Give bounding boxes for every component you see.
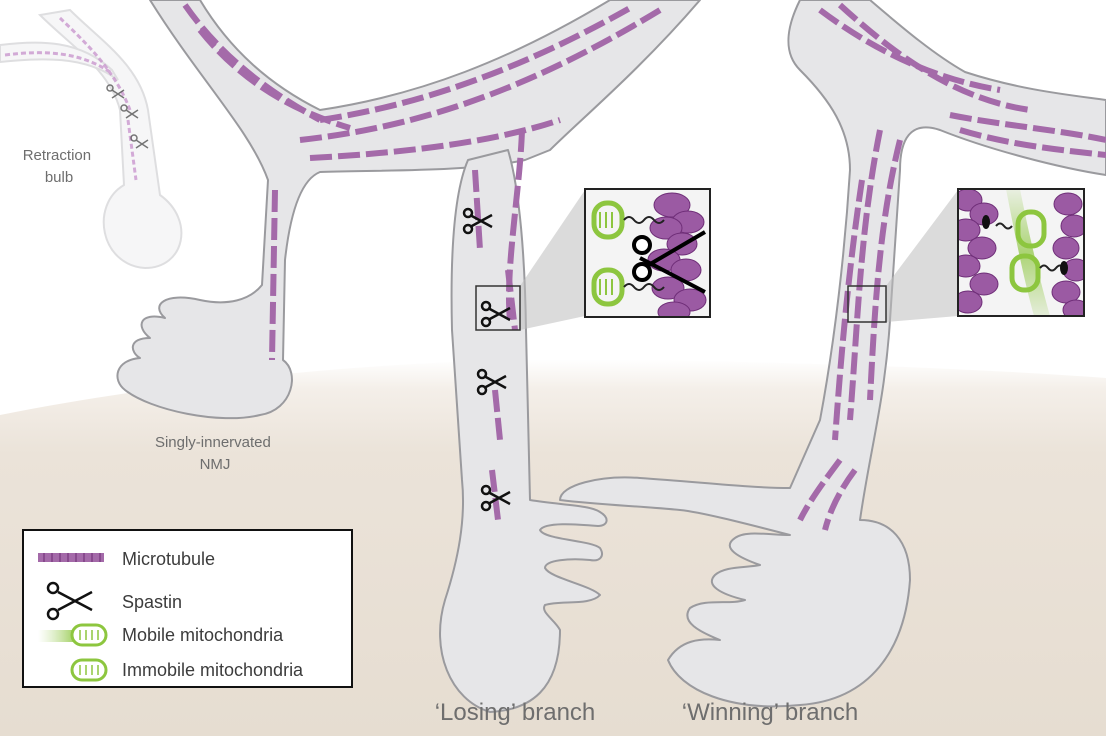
legend: Microtubule Spastin Mobile mitochondria …	[23, 530, 352, 687]
losing-branch-label: ‘Losing’ branch	[435, 699, 596, 726]
legend-microtubule-label: Microtubule	[122, 549, 215, 569]
legend-mobile-mito-label: Mobile mitochondria	[122, 625, 284, 645]
microtubule-icon	[38, 553, 104, 562]
legend-immobile-mito-label: Immobile mitochondria	[122, 660, 304, 680]
winning-branch-label: ‘Winning’ branch	[682, 699, 859, 726]
legend-spastin-label: Spastin	[122, 592, 182, 612]
immobile-mitochondria-icon	[72, 660, 106, 680]
zoom-inset-winning	[952, 189, 1089, 320]
zoom-inset-losing	[585, 189, 710, 322]
